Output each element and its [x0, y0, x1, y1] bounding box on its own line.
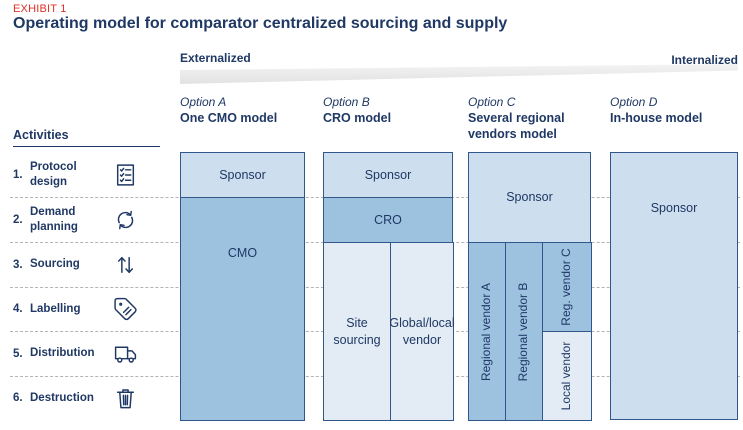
reg-vendor-c-label: Reg. vendor C — [559, 248, 574, 326]
option-d-column: Sponsor — [610, 152, 738, 420]
activity-row-demand-planning: 2. Demand planning — [13, 197, 153, 242]
activity-row-destruction: 6. Destruction — [13, 376, 153, 420]
activities-underline — [13, 146, 160, 147]
option-c-sponsor-box: Sponsor — [468, 152, 591, 243]
option-c-name: Several regional vendors model — [468, 111, 565, 141]
option-c-reg-vendor-c-box: Reg. vendor C — [542, 242, 592, 332]
activity-label: Labelling — [30, 302, 81, 315]
option-c-regional-vendor-b-box: Regional vendor B — [505, 242, 543, 421]
option-a-name: One CMO model — [180, 111, 278, 125]
activity-number: 3. — [13, 258, 23, 271]
activity-number: 6. — [13, 392, 23, 404]
activity-row-sourcing: 3. Sourcing — [13, 242, 153, 287]
checklist-icon — [112, 161, 139, 188]
spectrum-label-externalized: Externalized — [180, 51, 251, 65]
local-vendor-label: Local vendor — [559, 341, 574, 411]
option-b-cro-box: CRO — [323, 197, 453, 243]
tag-icon — [112, 296, 139, 323]
option-b-site-sourcing-box: Site sourcing — [323, 242, 391, 421]
activity-number: 2. — [13, 213, 23, 226]
spectrum-label-internalized: Internalized — [671, 53, 738, 67]
option-a-column: Sponsor CMO — [180, 152, 305, 421]
activity-label: Protocol design — [30, 160, 77, 188]
option-c-column: Sponsor Regional vendor A Regional vendo… — [468, 152, 592, 421]
cycle-arrows-icon — [112, 206, 139, 233]
option-a-sponsor-box: Sponsor — [180, 152, 305, 198]
activity-row-protocol-design: 1. Protocol design — [13, 152, 153, 197]
option-b-name: CRO model — [323, 111, 392, 125]
activity-label: Demand planning — [30, 205, 78, 233]
activity-number: 4. — [13, 303, 23, 315]
up-down-arrows-icon — [112, 251, 139, 278]
trash-icon — [112, 385, 139, 412]
option-b-header: Option B CRO model — [323, 95, 453, 127]
option-c-eyebrow: Option C — [468, 95, 516, 109]
option-c-regional-vendor-a-box: Regional vendor A — [468, 242, 506, 421]
activities-heading: Activities — [13, 128, 69, 142]
option-a-header: Option A One CMO model — [180, 95, 310, 127]
option-a-eyebrow: Option A — [180, 95, 227, 109]
option-d-header: Option D In-house model — [610, 95, 740, 127]
activity-row-labelling: 4. Labelling — [13, 287, 153, 331]
activity-number: 1. — [13, 168, 23, 181]
option-c-header: Option C Several regional vendors model — [468, 95, 594, 142]
regional-vendor-b-label: Regional vendor B — [516, 282, 531, 381]
option-b-sponsor-box: Sponsor — [323, 152, 453, 198]
option-d-sponsor-box: Sponsor — [610, 152, 738, 420]
option-b-global-local-vendor-box: Global/local vendor — [389, 242, 455, 421]
activity-number: 5. — [13, 347, 23, 360]
truck-icon — [112, 340, 139, 367]
spectrum-wedge — [180, 64, 738, 84]
option-b-column: Sponsor CRO Site sourcing Global/local v… — [323, 152, 455, 421]
option-d-name: In-house model — [610, 111, 703, 125]
page-title: Operating model for comparator centraliz… — [13, 15, 508, 32]
activity-label: Destruction — [30, 391, 94, 404]
option-b-eyebrow: Option B — [323, 95, 370, 109]
option-c-local-vendor-box: Local vendor — [542, 331, 592, 421]
activity-label: Distribution — [30, 347, 95, 360]
regional-vendor-a-label: Regional vendor A — [479, 282, 494, 381]
option-a-cmo-box: CMO — [180, 197, 305, 421]
activity-label: Sourcing — [30, 258, 80, 271]
option-d-eyebrow: Option D — [610, 95, 658, 109]
exhibit-label: EXHIBIT 1 — [13, 3, 67, 15]
activity-row-distribution: 5. Distribution — [13, 331, 153, 376]
